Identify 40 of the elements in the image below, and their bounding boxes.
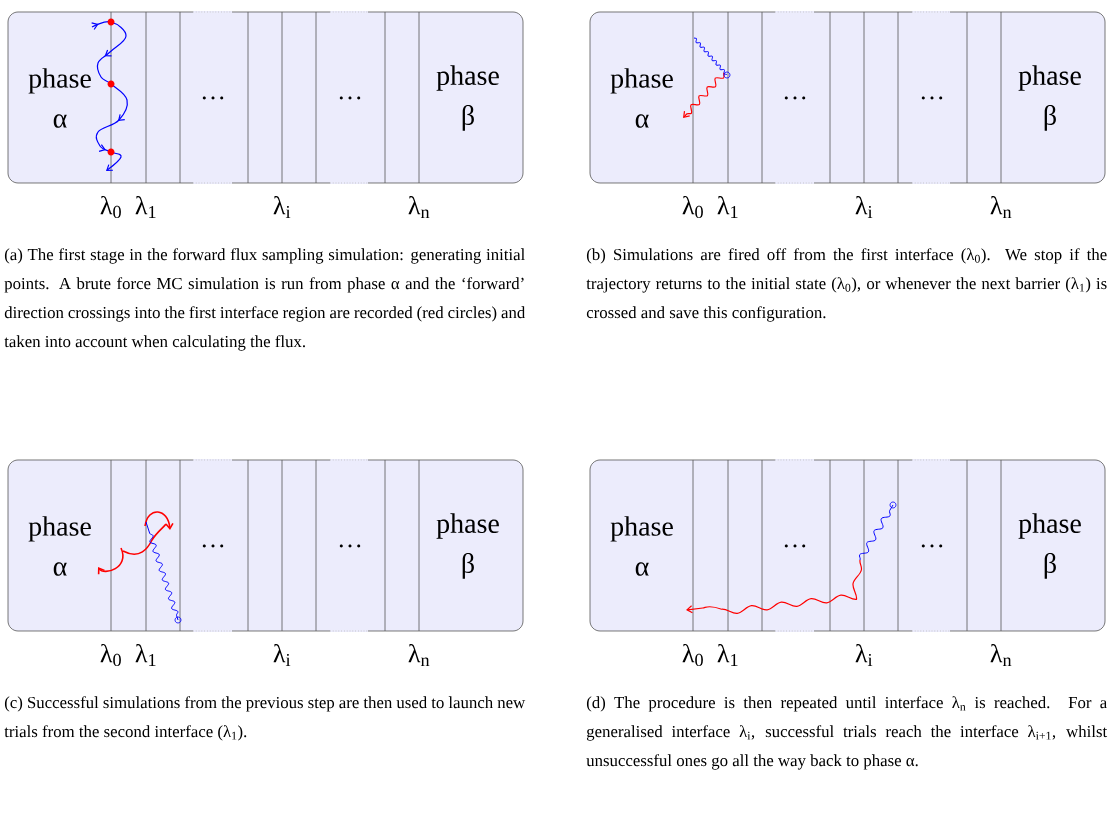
ellipsis: …	[921, 544, 943, 548]
ellipsis: …	[339, 544, 361, 548]
phase-label: phase α	[28, 68, 91, 128]
ellipsis: …	[784, 96, 806, 100]
interface-label: λ$_{0}$	[682, 195, 703, 219]
interface-label: λ$_{1}$	[135, 644, 156, 666]
interface-label: λ$_{1}$	[717, 644, 738, 666]
interface-label: λ$_{n}$	[990, 644, 1012, 666]
interface-label: λ$_{1}$	[135, 196, 156, 218]
panel-box	[7, 11, 524, 184]
phase-label: phase β	[436, 65, 499, 131]
phase-label: phase β	[1018, 65, 1081, 131]
interface-label: λ$_{n}$	[990, 196, 1012, 218]
panel-box	[7, 459, 524, 632]
interface-label: λ$_{i}$	[855, 644, 873, 666]
caption: (a) The first stage in the forward flux sampling simulation: generating initial points. A brute force MC simulation is run from phase α and the ‘forward’ direction crossings into the first interface region are recorded (red circles) and taken into account when calculating the flux.	[4, 248, 526, 351]
interface-label: λ$_{1}$	[717, 196, 738, 218]
ellipsis: …	[921, 96, 943, 100]
interface-label: λ$_{n}$	[408, 644, 430, 666]
interface-label: λ$_{n}$	[408, 196, 430, 218]
ellipsis: …	[202, 544, 224, 548]
interface-label: λ$_{i}$	[273, 644, 291, 666]
panel-box	[589, 459, 1106, 632]
caption: (d) The procedure is then repeated until interface λ$_{n}$ is reached. For a generalised interface λ$_{i}$, successful trials reach the interface λ$_{i+1}$, whilst unsuccessful ones go all the way back to phase α.	[586, 696, 1108, 770]
caption: (b) Simulations are fired off from the first interface (λ$_{0}$). We stop if the trajectory returns to the initial state (λ$_{0}$), or whenever the next barrier (λ$_{1}$) is crossed and save this configuration.	[586, 248, 1107, 322]
phase-label: phase α	[28, 516, 91, 576]
phase-label: phase β	[1018, 513, 1081, 579]
panel-box	[589, 11, 1106, 184]
interface-label: λ$_{i}$	[273, 196, 291, 218]
phase-label: phase α	[610, 68, 673, 128]
interface-label: λ$_{0}$	[100, 195, 121, 219]
interface-label: λ$_{0}$	[100, 643, 121, 667]
interface-label: λ$_{i}$	[855, 196, 873, 218]
phase-label: phase α	[610, 516, 673, 576]
phase-label: phase β	[436, 513, 499, 579]
ellipsis: …	[784, 544, 806, 548]
caption: (c) Successful simulations from the previous step are then used to launch new trials from the second interface (λ$_{1}$).	[4, 696, 526, 741]
ellipsis: …	[202, 96, 224, 100]
interface-label: λ$_{0}$	[682, 643, 703, 667]
ellipsis: …	[339, 96, 361, 100]
